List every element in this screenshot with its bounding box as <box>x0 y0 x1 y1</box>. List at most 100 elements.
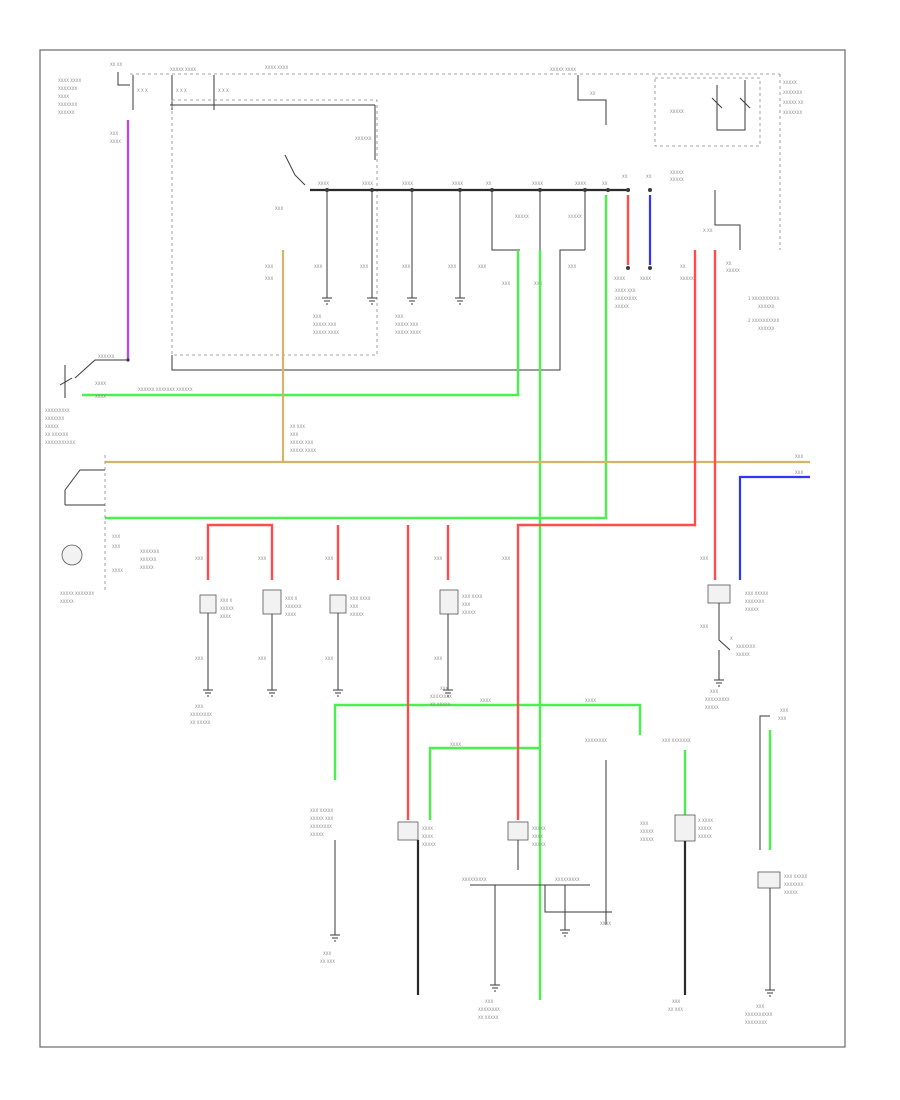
svg-text:X X X: X X X <box>137 88 148 93</box>
svg-text:XXXX: XXXX <box>362 181 373 186</box>
svg-text:XXX XXXX: XXX XXXX <box>350 596 371 601</box>
svg-text:XXX: XXX <box>275 206 283 211</box>
red-wires: XXX XXX XXX XXX XXX XXX <box>195 250 717 820</box>
svg-text:XX: XX <box>602 181 608 186</box>
svg-text:XXX: XXX <box>265 264 273 269</box>
svg-text:XXX: XXX <box>313 314 321 319</box>
svg-text:XXX: XXX <box>780 708 788 713</box>
svg-text:XXX: XXX <box>640 821 648 826</box>
svg-text:XXX X: XXX X <box>220 598 232 603</box>
svg-text:XXX: XXX <box>290 432 298 437</box>
svg-text:XXXXX XXXX: XXXXX XXXX <box>290 448 316 453</box>
svg-text:XXX: XXX <box>568 264 576 269</box>
svg-text:XXXXXX: XXXXXX <box>58 110 75 115</box>
svg-text:XXXX XXXX: XXXX XXXX <box>265 65 288 70</box>
svg-text:XXX: XXX <box>502 281 510 286</box>
svg-text:XXXXX: XXXXX <box>615 304 629 309</box>
svg-text:XXXXXXXXX: XXXXXXXXX <box>462 877 487 882</box>
svg-text:XXX: XXX <box>112 544 120 549</box>
svg-text:XX: XX <box>646 174 652 179</box>
svg-text:XXX: XXX <box>402 264 410 269</box>
svg-text:XXX: XXX <box>795 470 803 475</box>
green-wires: XXXXXX XXXXXXX XXXXXX XXXX XXXX XXXX XXX… <box>82 195 786 1000</box>
svg-text:XXXXX: XXXXX <box>670 177 684 182</box>
svg-text:XXXX: XXXX <box>614 276 625 281</box>
svg-text:XX XXXXX: XX XXXXX <box>478 1015 499 1020</box>
svg-text:XXXX: XXXX <box>112 568 123 573</box>
svg-text:XXXX: XXXX <box>575 181 586 186</box>
svg-text:X XXXX: X XXXX <box>698 818 713 823</box>
svg-text:XXXXX XXXXXXX: XXXXX XXXXXXX <box>60 591 94 596</box>
svg-text:XXX: XXX <box>462 602 470 607</box>
lamp-5 <box>707 584 731 604</box>
svg-text:XXXXXXXXX: XXXXXXXXX <box>555 877 580 882</box>
svg-text:XXXXXXX: XXXXXXX <box>784 882 803 887</box>
left-violet-circuit: XXX XXXX XXXXXX <box>59 120 130 398</box>
svg-text:XX XXX: XX XXX <box>290 424 305 429</box>
svg-text:XXXXXX XXXXXXX XXXXXX: XXXXXX XXXXXXX XXXXXX <box>138 387 193 392</box>
svg-text:XXXXXXX: XXXXXXX <box>58 102 77 107</box>
svg-text:XXXXX: XXXXX <box>60 599 74 604</box>
svg-text:XXX: XXX <box>434 556 442 561</box>
svg-text:XXXXX: XXXXX <box>736 652 750 657</box>
svg-text:XXXXX: XXXXX <box>784 890 798 895</box>
lower-section: XXX XXXXX XXXXX XXX XXXXXXXX XXXXX XXXX … <box>310 708 807 1025</box>
svg-text:XXXXXXXXXXX: XXXXXXXXXXX <box>45 440 75 445</box>
svg-text:XXXXX: XXXXX <box>45 424 59 429</box>
svg-text:XXX: XXX <box>195 656 203 661</box>
svg-text:XX: XX <box>590 91 596 96</box>
svg-text:XXXXX XXX: XXXXX XXX <box>310 816 333 821</box>
module-connector-row: XXXXXX XXX XXXX XXXX XXXX XXXX XX XXXX X… <box>170 99 684 371</box>
svg-text:XXXX: XXXX <box>318 181 329 186</box>
svg-text:X X X: X X X <box>218 88 229 93</box>
svg-text:XXX: XXX <box>700 624 708 629</box>
combination-switch: XXXXXXXXX XXXXXXX XXXXX XX XXXXXX XXXXXX… <box>45 408 159 604</box>
svg-text:XX: XX <box>622 174 628 179</box>
svg-text:XXXXX: XXXXX <box>726 268 740 273</box>
svg-text:XXXXXXXX: XXXXXXXX <box>478 1007 500 1012</box>
svg-text:XX XXXXXX: XX XXXXXX <box>45 432 68 437</box>
svg-text:XXXX: XXXX <box>450 742 461 747</box>
relay-box-outline <box>654 77 761 147</box>
svg-text:XXXXXXX: XXXXXXX <box>783 110 802 115</box>
svg-text:XXXXX: XXXXX <box>640 829 654 834</box>
lamp-2 <box>262 589 282 615</box>
svg-text:XXXXX: XXXXX <box>140 565 154 570</box>
svg-text:XXX: XXX <box>710 689 718 694</box>
svg-text:XXXX: XXXX <box>58 94 69 99</box>
svg-text:XXX XXXXX: XXX XXXXX <box>310 808 333 813</box>
svg-text:XXXXX: XXXXX <box>705 705 719 710</box>
svg-text:XX: XX <box>680 264 686 269</box>
svg-text:XXX: XXX <box>325 656 333 661</box>
lamp-4 <box>439 589 459 615</box>
svg-text:XXXXX: XXXXX <box>515 214 529 219</box>
svg-text:XXXXX: XXXXX <box>310 832 324 837</box>
svg-text:XXXXX: XXXXX <box>745 607 759 612</box>
svg-text:XXXXXX: XXXXXX <box>758 304 775 309</box>
svg-text:X XX: X XX <box>703 228 713 233</box>
tan-wires: XX XXX XXX XXXXX XXX XXXXX XXXX XXX <box>105 250 810 464</box>
svg-text:XX XXX: XX XXX <box>668 1007 683 1012</box>
svg-text:XXX: XXX <box>485 999 493 1004</box>
svg-text:XXXXX: XXXXX <box>422 842 436 847</box>
svg-text:XX XXXXX: XX XXXXX <box>190 720 211 725</box>
svg-text:XXX: XXX <box>110 131 118 136</box>
svg-text:XXXX: XXXX <box>585 698 596 703</box>
svg-text:XXXXXXXXX: XXXXXXXXX <box>705 697 730 702</box>
svg-text:XXX XXXXXXX: XXX XXXXXXX <box>662 738 691 743</box>
svg-text:XXXXX: XXXXX <box>698 826 712 831</box>
svg-text:XXXX: XXXX <box>402 181 413 186</box>
svg-text:XXX: XXX <box>700 556 708 561</box>
svg-text:XXX: XXX <box>448 264 456 269</box>
svg-text:XX: XX <box>726 261 732 266</box>
svg-text:XXXXXXXX: XXXXXXXX <box>615 296 637 301</box>
svg-text:XXX: XXX <box>265 276 273 281</box>
svg-text:XXXXXXXX: XXXXXXXX <box>585 738 607 743</box>
svg-text:XXXXX: XXXXX <box>640 837 654 842</box>
svg-text:XXX: XXX <box>672 999 680 1004</box>
svg-text:XXXXXXXX: XXXXXXXX <box>430 694 452 699</box>
svg-text:XXXXX XXXX: XXXXX XXXX <box>170 67 196 72</box>
svg-text:1 XXXXXXXXXX: 1 XXXXXXXXXX <box>748 296 779 301</box>
svg-text:2 XXXXXXXXXX: 2 XXXXXXXXXX <box>748 318 779 323</box>
lamp-6 <box>397 821 419 841</box>
